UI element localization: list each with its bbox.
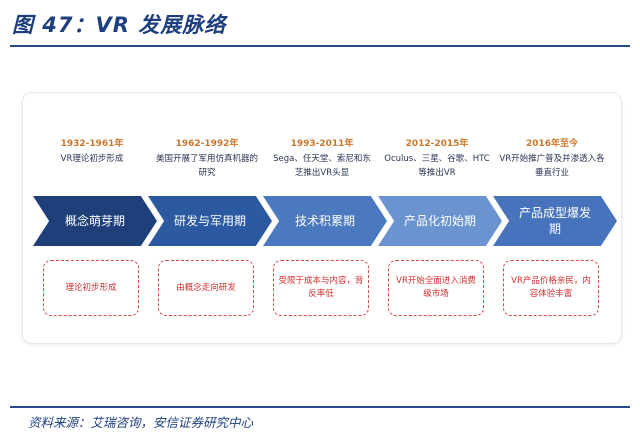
phase-3: 1993-2011年 Sega、任天堂、索尼和东芝推出VR头显 技术积累期 受限… [263, 0, 387, 439]
phase-years: 1932-1961年 [60, 139, 124, 149]
source-note: 资料来源：艾瑞咨询，安信证券研究中心 [28, 415, 254, 430]
phase-arrow-label: 产品化初始期 [403, 214, 476, 228]
phase-event: VR开始推广普及并渗透入各垂直行业 [499, 154, 605, 178]
phase-detail-box: 受限于成本与内容，背反率低 [273, 260, 369, 316]
phase-1: 1932-1961年 VR理论初步形成 概念萌芽期 理论初步形成 [33, 0, 157, 439]
phase-detail-box: 由概念走向研发 [158, 260, 254, 316]
phase-years: 1962-1992年 [175, 139, 239, 149]
phase-detail-text: VR产品价格亲民，内容体验丰富 [511, 276, 591, 299]
phase-arrow: 概念萌芽期 [33, 196, 157, 246]
phase-5: 2016年至今 VR开始推广普及并渗透入各垂直行业 产品成型爆发期 VR产品价格… [493, 0, 617, 439]
phase-event: Oculus、三星、谷歌、HTC等推出VR [384, 154, 490, 178]
phase-event: Sega、任天堂、索尼和东芝推出VR头显 [273, 154, 371, 178]
phase-arrow: 技术积累期 [263, 196, 387, 246]
phase-detail-box: VR产品价格亲民，内容体验丰富 [503, 260, 599, 316]
phase-arrow: 研发与军用期 [148, 196, 272, 246]
phase-detail-text: 由概念走向研发 [176, 282, 236, 293]
phase-event: VR理论初步形成 [60, 154, 124, 164]
phase-arrow: 产品成型爆发期 [493, 196, 617, 246]
phase-years: 1993-2011年 [290, 139, 354, 149]
phase-arrow-label: 产品成型爆发期 [518, 206, 591, 236]
phase-2: 1962-1992年 美国开展了军用仿真机器的研究 研发与军用期 由概念走向研发 [148, 0, 272, 439]
source-divider [10, 406, 630, 408]
phase-years: 2012-2015年 [405, 139, 469, 149]
title-divider [10, 45, 630, 47]
phase-event: 美国开展了军用仿真机器的研究 [155, 154, 258, 178]
phase-arrow: 产品化初始期 [378, 196, 502, 246]
phase-arrow-label: 研发与军用期 [173, 214, 246, 228]
phase-years: 2016年至今 [525, 139, 579, 149]
figure-title: 图 47：VR 发展脉络 [12, 13, 227, 37]
phase-detail-text: VR开始全面进入消费级市场 [396, 276, 476, 299]
phase-4: 2012-2015年 Oculus、三星、谷歌、HTC等推出VR 产品化初始期 … [378, 0, 502, 439]
phase-arrow-label: 技术积累期 [294, 214, 355, 228]
phase-detail-box: VR开始全面进入消费级市场 [388, 260, 484, 316]
phase-detail-box: 理论初步形成 [43, 260, 139, 316]
phase-detail-text: 受限于成本与内容，背反率低 [278, 276, 364, 299]
phase-detail-text: 理论初步形成 [65, 282, 117, 293]
phase-arrow-label: 概念萌芽期 [64, 214, 125, 228]
